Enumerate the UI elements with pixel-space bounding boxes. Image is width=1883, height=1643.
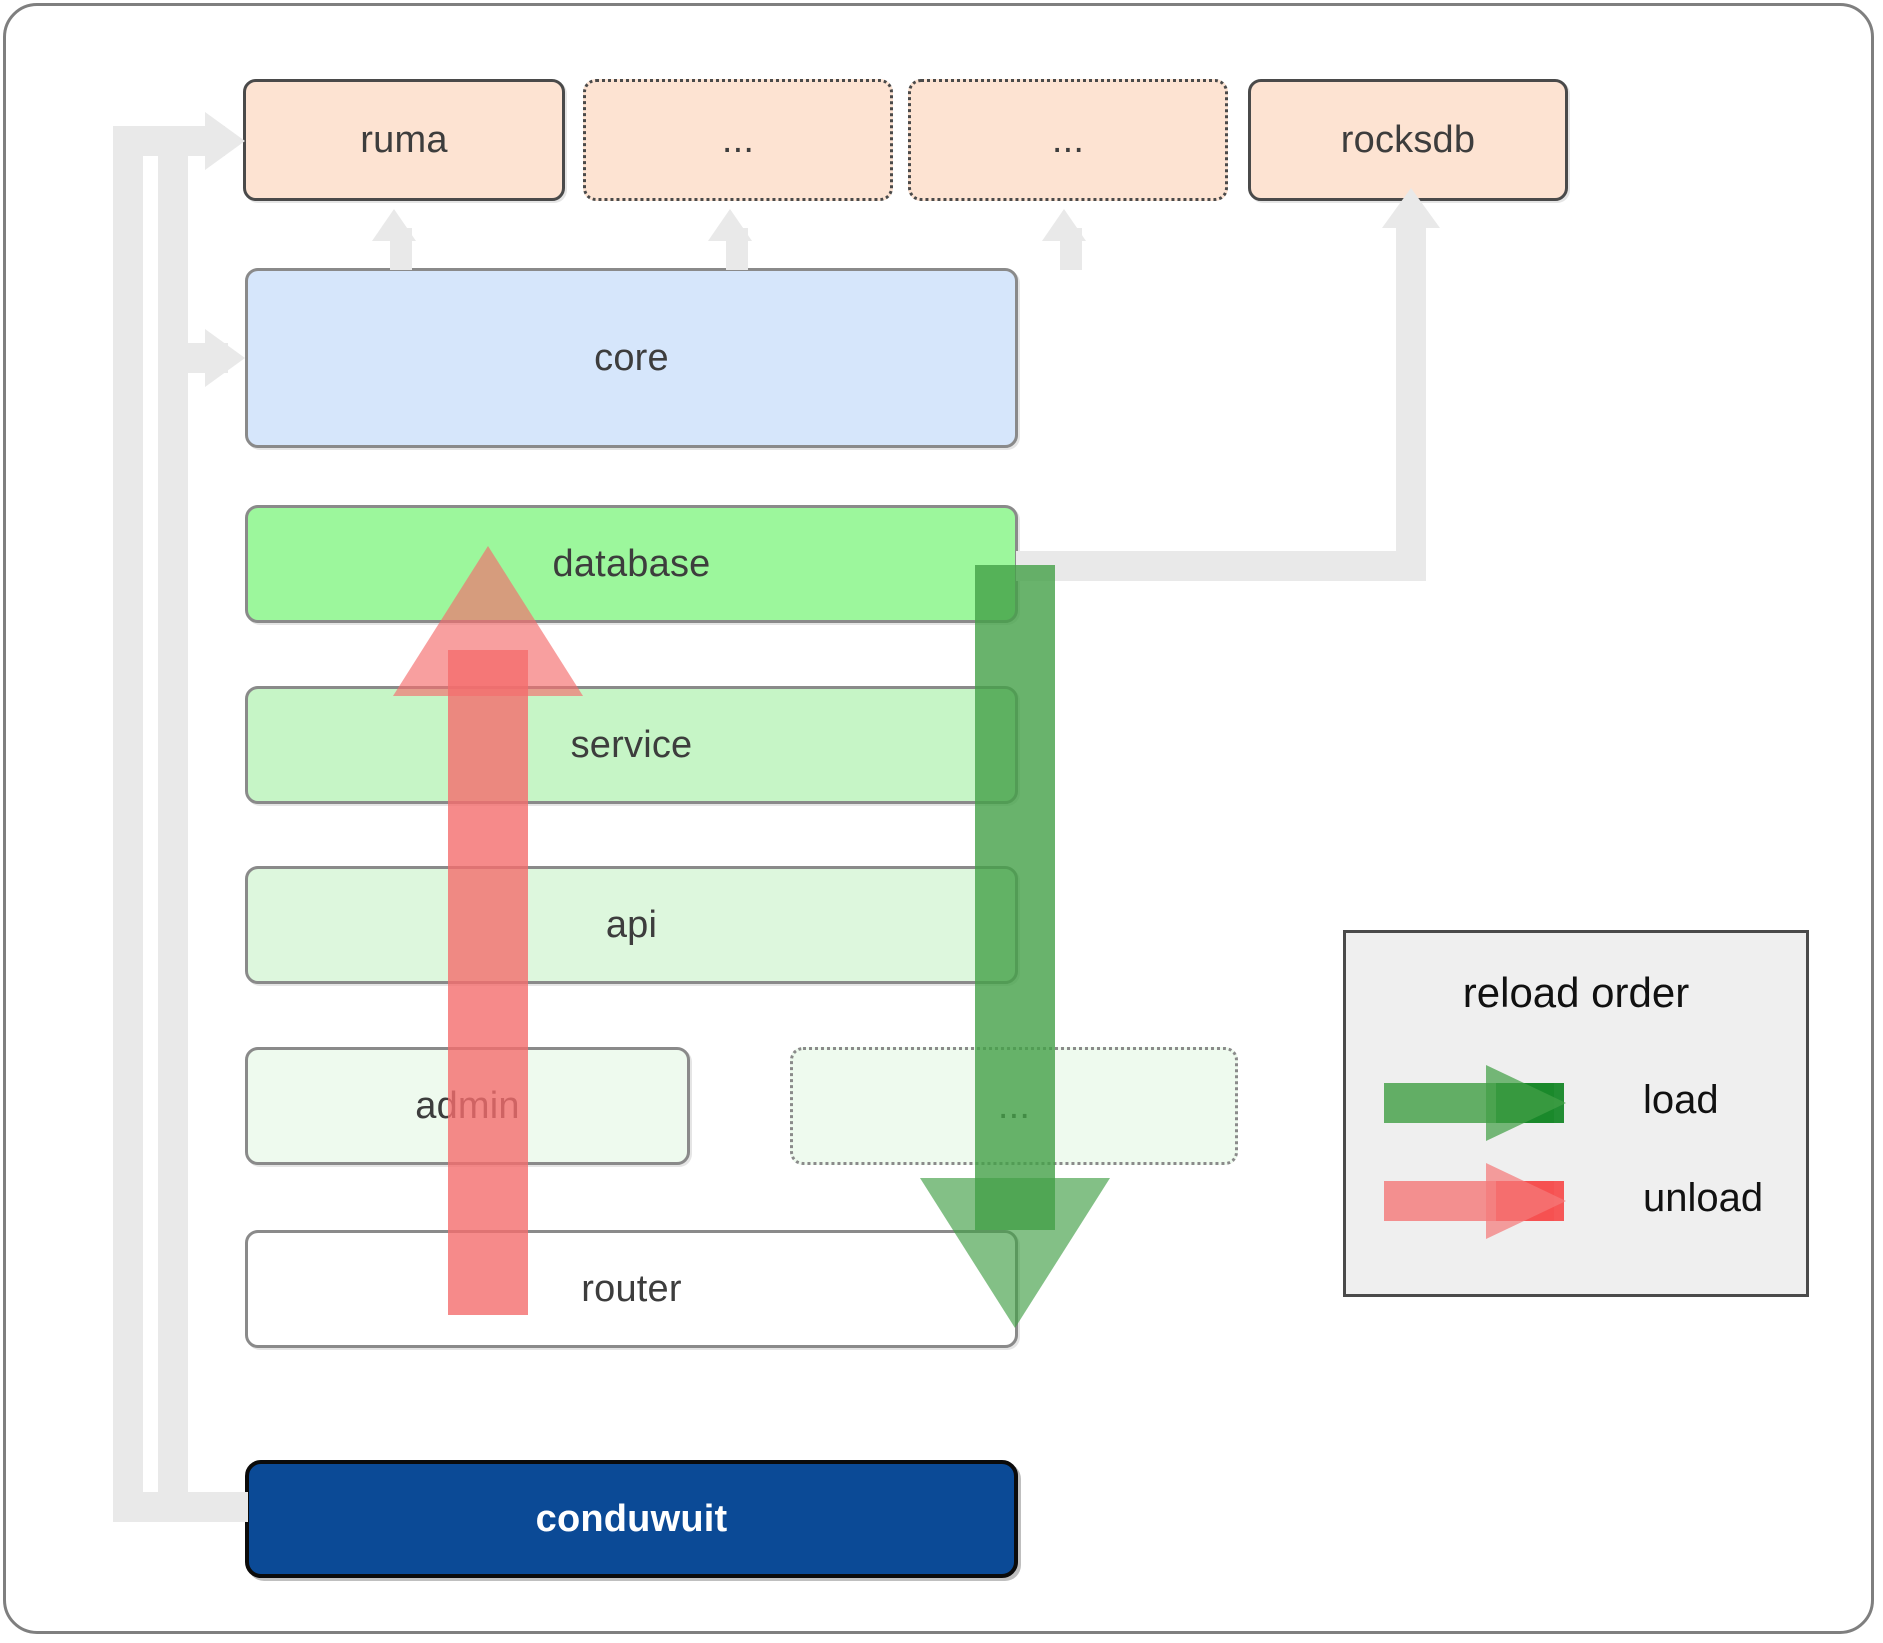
layer-label-api: api xyxy=(605,903,658,946)
connector-core-to-dep2-arrowhead xyxy=(708,209,752,241)
layer-node-api[interactable]: api xyxy=(245,866,1018,984)
load-arrow-shaft xyxy=(975,565,1055,1230)
dependency-node-dep3[interactable]: ... xyxy=(908,79,1228,201)
legend-unload-label: unload xyxy=(1643,1176,1764,1220)
legend-unload-arrowhead xyxy=(1486,1163,1566,1239)
dependency-label-ruma: ruma xyxy=(360,118,448,161)
legend-title: reload order xyxy=(1462,969,1690,1016)
binary-label-conduwuit: conduwuit xyxy=(535,1497,728,1540)
dependency-label-dep3: ... xyxy=(1051,118,1085,161)
legend-load-label: load xyxy=(1643,1078,1719,1122)
dependency-node-dep2[interactable]: ... xyxy=(583,79,893,201)
layer-label-core: core xyxy=(594,336,669,379)
layer-node-service[interactable]: service xyxy=(245,686,1018,804)
layer-label-router: router xyxy=(581,1267,682,1310)
layer-node-router[interactable]: router xyxy=(245,1230,1018,1348)
connector-db-to-rocksdb-arrowhead xyxy=(1382,188,1440,228)
dependency-node-rocksdb[interactable]: rocksdb xyxy=(1248,79,1568,201)
connector-core-to-ruma-arrowhead xyxy=(372,209,416,241)
legend-panel: reload order load unload xyxy=(1343,930,1809,1297)
connector-trunk-outer xyxy=(113,126,143,1522)
binary-node-conduwuit[interactable]: conduwuit xyxy=(245,1460,1018,1578)
connector-db-to-rocksdb-vertical xyxy=(1396,215,1426,581)
layer-node-database[interactable]: database xyxy=(245,505,1018,623)
layer-node-core[interactable]: core xyxy=(245,268,1018,448)
dependency-node-ruma[interactable]: ruma xyxy=(243,79,565,201)
connector-to-core-arrowhead xyxy=(205,329,245,387)
dependency-label-rocksdb: rocksdb xyxy=(1340,118,1476,161)
legend-load-arrowhead xyxy=(1486,1065,1566,1141)
connector-trunk-inner-bottom xyxy=(158,1492,248,1522)
unload-arrow-shaft xyxy=(448,650,528,1315)
connector-core-to-dep3-arrowhead xyxy=(1042,209,1086,241)
connector-trunk-inner xyxy=(158,126,188,1492)
load-arrow-head xyxy=(920,1178,1110,1328)
dependency-label-dep2: ... xyxy=(721,118,755,161)
unload-arrow-head xyxy=(393,546,583,696)
layer-label-service: service xyxy=(570,723,693,766)
connector-db-to-rocksdb-corner xyxy=(1176,551,1426,581)
diagram-frame xyxy=(3,3,1874,1634)
connector-to-ruma-arrowhead xyxy=(205,112,245,170)
